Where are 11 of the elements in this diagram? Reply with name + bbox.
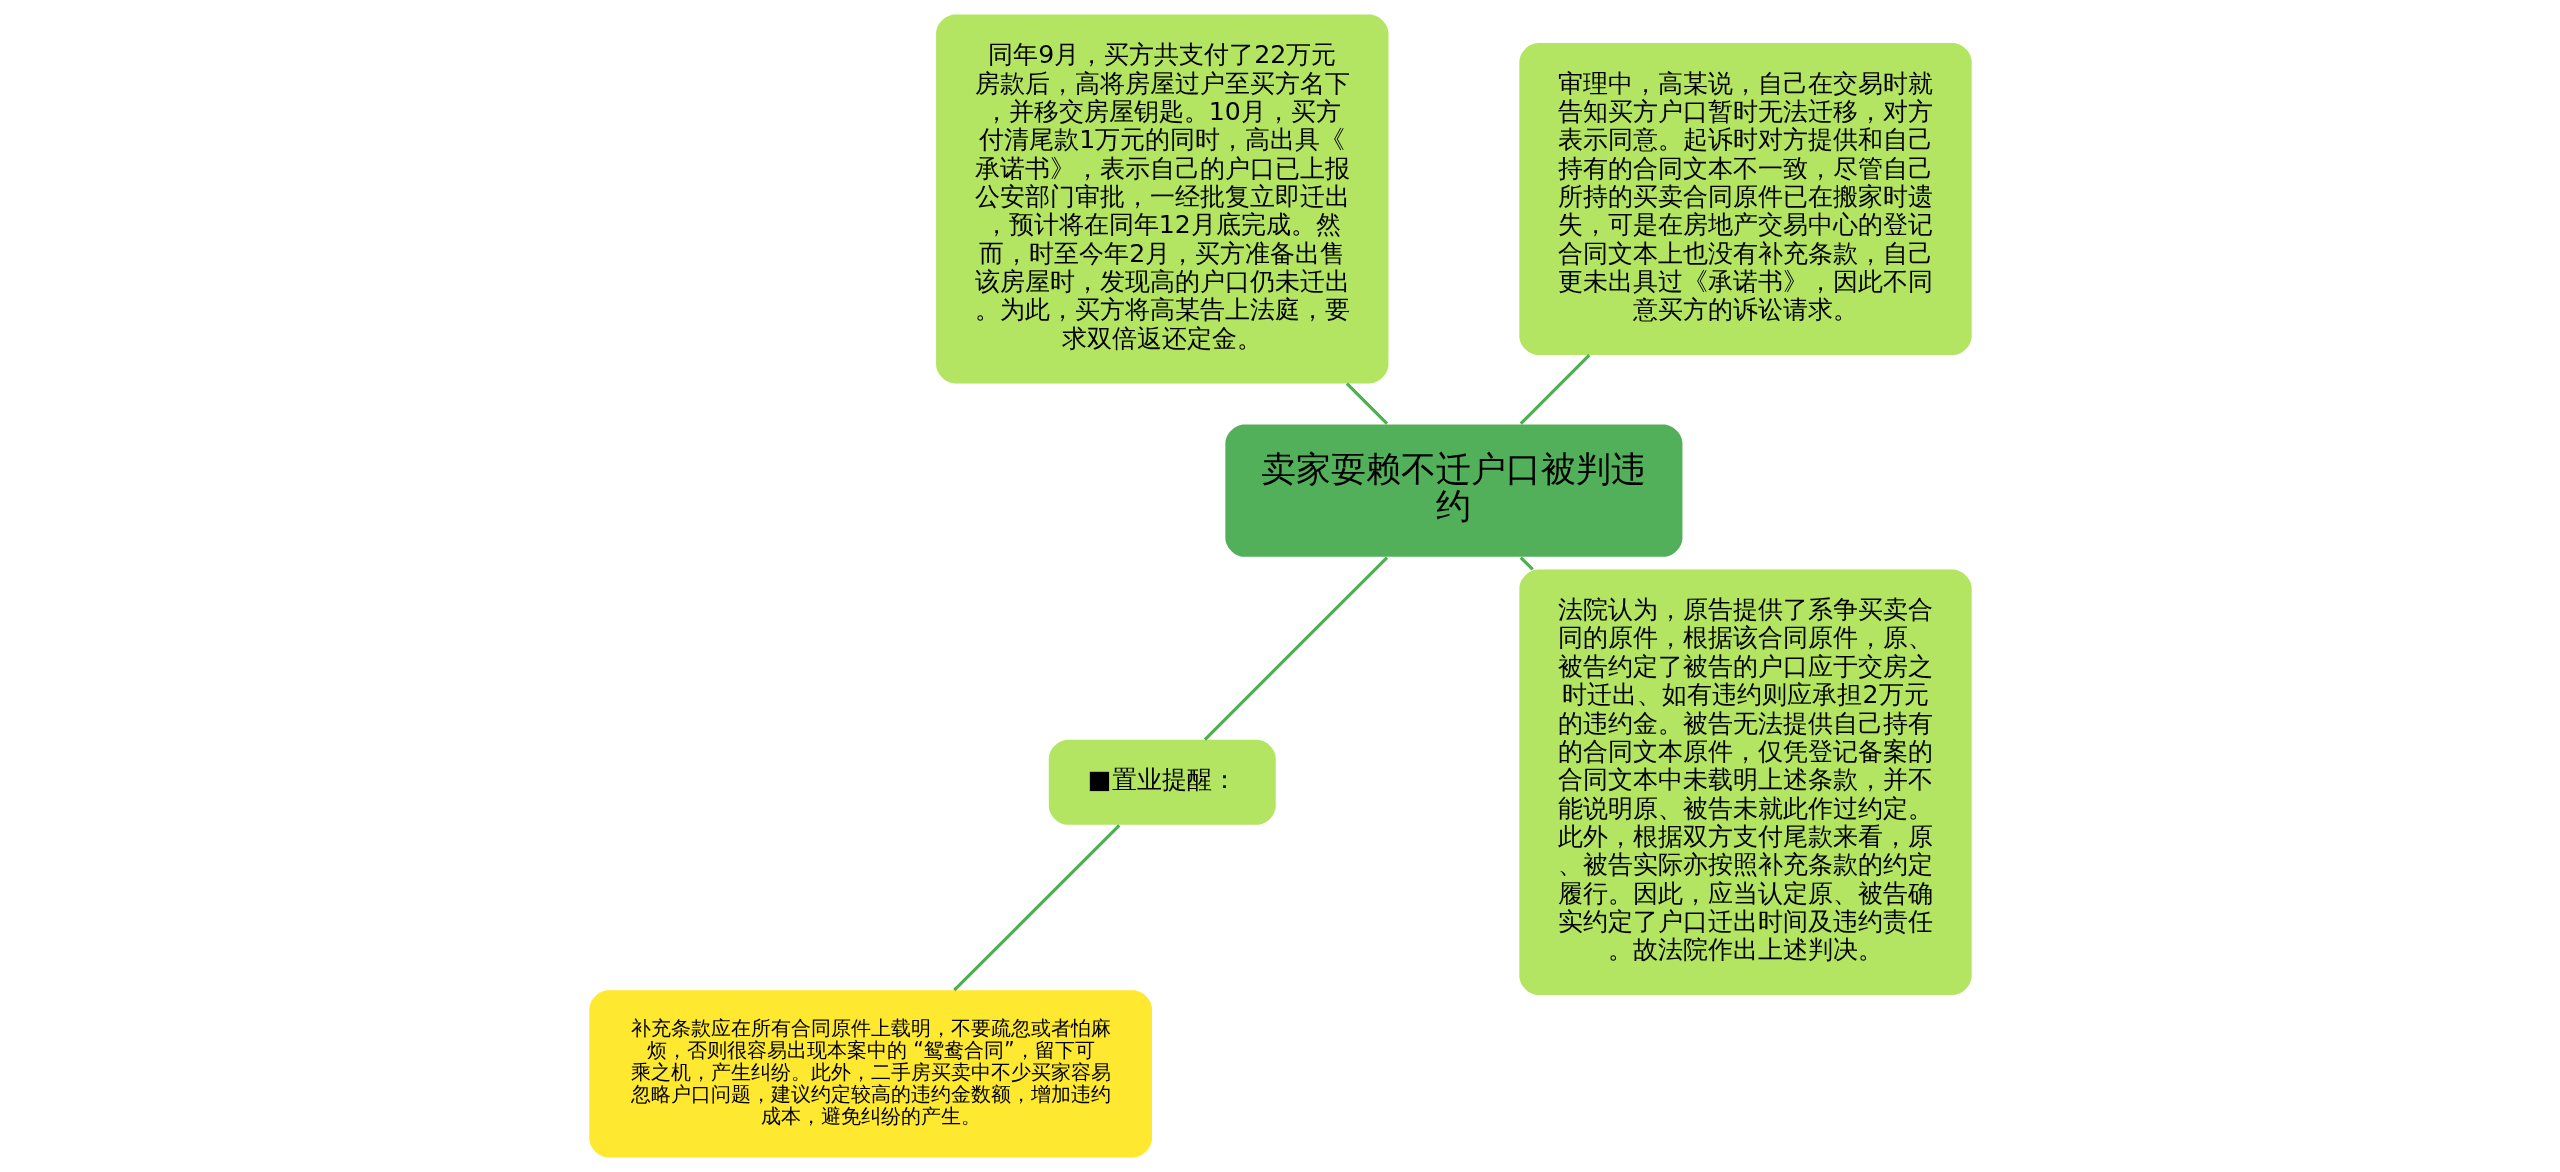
node-box: 同年9月，买方共支付了22万元房款后，高将房屋过户至买方名下，并移交房屋钥匙。10月，买方付清尾款1万元的同时，高出具《承诺书》，表示自己的户口已上报公安部门审批，一经批复立即迁出，预计将在同年12月底完成。然而，时至今年2月，买方准备出售该房屋时，发现高的户口仍未迁出。为此，买方将高某告上法庭，要求双倍返还定金。 xyxy=(935,14,1388,384)
node-box: 卖家耍赖不迁户口被判违约 xyxy=(1224,424,1682,557)
connector xyxy=(1519,354,1590,425)
connector xyxy=(1203,556,1388,741)
node-box: 法院认为，原告提供了系争买卖合同的原件，根据该合同原件，原、被告约定了被告的户口应于交房之时迁出、如有违约则应承担2万元的违约金。被告无法提供自己持有的合同文本原件，仅凭登记备案的合同文本中未载明上述条款，并不能说明原、被告未就此作过约定。此外，根据双方支付尾款来看，原、被告实际亦按照补充条款的约定履行。因此，应当认定原、被告确实约定了户口迁出时间及违约责任。故法院作出上述判决。 xyxy=(1518,569,1972,996)
node-box: 审理中，高某说，自己在交易时就告知买方户口暂时无法迁移，对方表示同意。起诉时对方提供和自己持有的合同文本不一致，尽管自己所持的买卖合同原件已在搬家时遗失，可是在房地产交易中心的登记合同文本上也没有补充条款，自己更未出具过《承诺书》，因此不同意买方的诉讼请求。 xyxy=(1518,42,1972,356)
node-box: ■置业提醒： xyxy=(1048,739,1276,825)
connector xyxy=(1345,382,1388,425)
node-box: 补充条款应在所有合同原件上载明，不要疏忽或者怕麻烦，否则很容易出现本案中的 “鸳鸯合同”，留下可乘之机，产生纠纷。此外，二手房买卖中不少买家容易忽略户口问题，建议约定较高的违约金数额，增加违约成本，避免纠纷的产生。 xyxy=(588,990,1152,1158)
connector xyxy=(1519,556,1534,571)
connector xyxy=(952,824,1120,992)
